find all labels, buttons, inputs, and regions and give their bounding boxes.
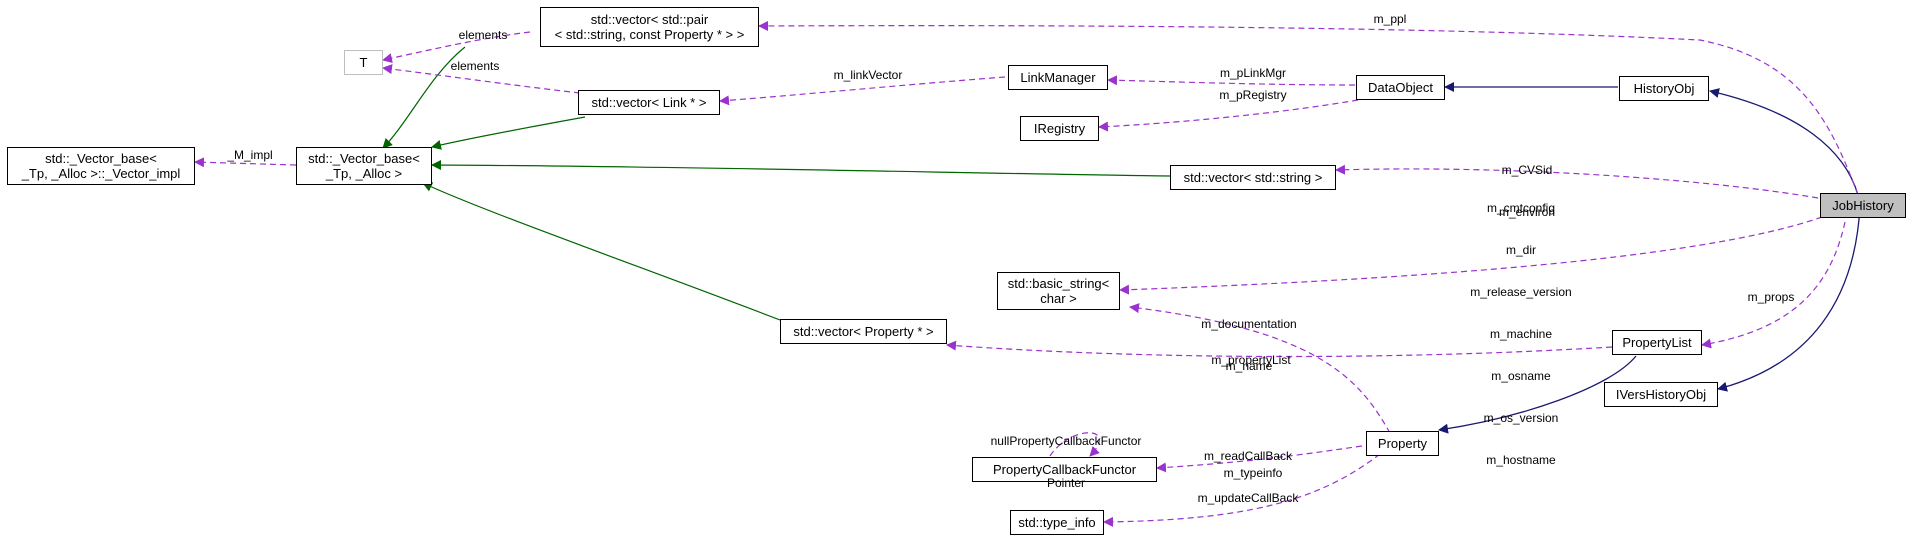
label-null-callback-line-2: Pointer (1046, 476, 1086, 490)
label-m-impl: _M_impl (227, 148, 273, 162)
node-property-list[interactable]: PropertyList (1612, 330, 1702, 355)
node-vector-pair-line-2: < std::string, const Property * > > (554, 27, 745, 42)
label-m-environ: m_environ (1498, 205, 1556, 219)
node-vector-string[interactable]: std::vector< std::string > (1170, 165, 1336, 190)
label-m-updatecallback: m_updateCallBack (1197, 491, 1299, 505)
edge-vectorlink-t (382, 64, 581, 94)
edge-property-callbackfunctor (1156, 445, 1363, 473)
label-m-machine: m_machine (1489, 327, 1553, 341)
label-callbacks: m_readCallBack m_updateCallBack (1198, 421, 1299, 533)
edge-dataobject-iregistry (1098, 99, 1359, 132)
label-elements-2: elements (450, 59, 500, 73)
label-m-readcallback: m_readCallBack (1203, 449, 1293, 463)
node-vector-base-impl-line-2: _Tp, _Alloc >::_Vector_impl (21, 166, 181, 181)
label-m-cmtconfig: m_cmtconfig (1486, 201, 1556, 215)
edge-property-basicstring (1129, 303, 1391, 434)
label-m-name: m_name (1225, 359, 1273, 373)
edge-jobhistory-historyobj (1709, 88, 1859, 196)
label-elements-1: elements (458, 28, 508, 42)
edge-dataobject-linkmanager (1107, 75, 1356, 86)
edge-jobhistory-iversistoryobj (1717, 205, 1861, 392)
label-property-strings: m_documentation m_name (1201, 289, 1296, 401)
edge-vectorlink-vectorbase (431, 116, 586, 150)
node-history-obj[interactable]: HistoryObj (1619, 76, 1709, 101)
edge-vectorpair-vectorbase (382, 46, 466, 149)
edge-jobhistory-basicstring (1119, 216, 1823, 295)
node-basic-string[interactable]: std::basic_string< char > (997, 272, 1120, 310)
label-m-hostname: m_hostname (1486, 453, 1556, 467)
node-t[interactable]: T (344, 50, 383, 75)
label-m-linkvector: m_linkVector (833, 68, 903, 82)
edge-propertylist-property (1438, 355, 1637, 434)
edge-linkmanager-vectorlink (719, 76, 1006, 106)
label-m-propertylist: m_propertyList (1211, 353, 1291, 367)
node-property[interactable]: Property (1366, 431, 1439, 456)
edge-vectorpair-t (382, 31, 531, 64)
node-link-manager[interactable]: LinkManager (1008, 65, 1108, 90)
label-m-cvsid: m_CVSid (1501, 163, 1553, 177)
label-null-callback-line-1: nullPropertyCallbackFunctor (990, 434, 1142, 448)
node-vector-base-line-1: std::_Vector_base< (308, 151, 420, 166)
edge-jobhistory-vectorpair (758, 20, 1859, 196)
node-vector-base[interactable]: std::_Vector_base< _Tp, _Alloc > (296, 147, 432, 185)
label-m-typeinfo: m_typeinfo (1223, 466, 1283, 480)
label-m-dir: m_dir (1505, 243, 1537, 257)
node-data-object[interactable]: DataObject (1356, 75, 1445, 100)
node-vector-property[interactable]: std::vector< Property * > (780, 319, 947, 344)
node-iregistry[interactable]: IRegistry (1020, 116, 1099, 141)
node-vector-base-impl-line-1: std::_Vector_base< (45, 151, 157, 166)
node-vector-base-impl[interactable]: std::_Vector_base< _Tp, _Alloc >::_Vecto… (7, 147, 195, 185)
label-m-release-version: m_release_version (1470, 285, 1572, 299)
label-m-ppl: m_ppl (1373, 12, 1407, 26)
label-null-callback: nullPropertyCallbackFunctor Pointer (991, 406, 1142, 518)
node-vector-pair[interactable]: std::vector< std::pair < std::string, co… (540, 7, 759, 47)
label-string-vectors: m_CVSid m_environ (1499, 135, 1555, 247)
node-vector-base-line-2: _Tp, _Alloc > (325, 166, 403, 181)
label-m-documentation: m_documentation (1201, 317, 1297, 331)
node-vector-pair-line-1: std::vector< std::pair (590, 12, 709, 27)
edge-jobhistory-propertylist (1701, 221, 1846, 349)
node-ivers-history-obj[interactable]: IVersHistoryObj (1604, 382, 1718, 407)
node-basic-string-line-1: std::basic_string< (1007, 276, 1110, 291)
edge-callback-self (1049, 432, 1100, 457)
edge-vectorstring-vectorbase (431, 160, 1171, 177)
node-basic-string-line-2: char > (1040, 291, 1077, 306)
edge-jobhistory-vectorstring (1335, 164, 1819, 199)
label-m-pregistry: m_pRegistry (1219, 88, 1287, 102)
edge-propertylist-vectorproperty (946, 340, 1613, 358)
node-job-history[interactable]: JobHistory (1820, 193, 1906, 218)
label-m-plinkmgr: m_pLinkMgr (1219, 66, 1287, 80)
label-m-osname: m_osname (1491, 369, 1551, 383)
label-m-props: m_props (1747, 290, 1795, 304)
edge-vectorbase-impl (194, 157, 297, 168)
node-type-info[interactable]: std::type_info (1010, 510, 1104, 535)
node-property-callback-functor[interactable]: PropertyCallbackFunctor (972, 457, 1157, 482)
node-vector-link[interactable]: std::vector< Link * > (578, 90, 720, 115)
label-strings: m_cmtconfig m_dir m_release_version m_ma… (1470, 173, 1571, 495)
edge-vectorproperty-vectorbase (422, 182, 781, 321)
label-m-os-version: m_os_version (1483, 411, 1559, 425)
